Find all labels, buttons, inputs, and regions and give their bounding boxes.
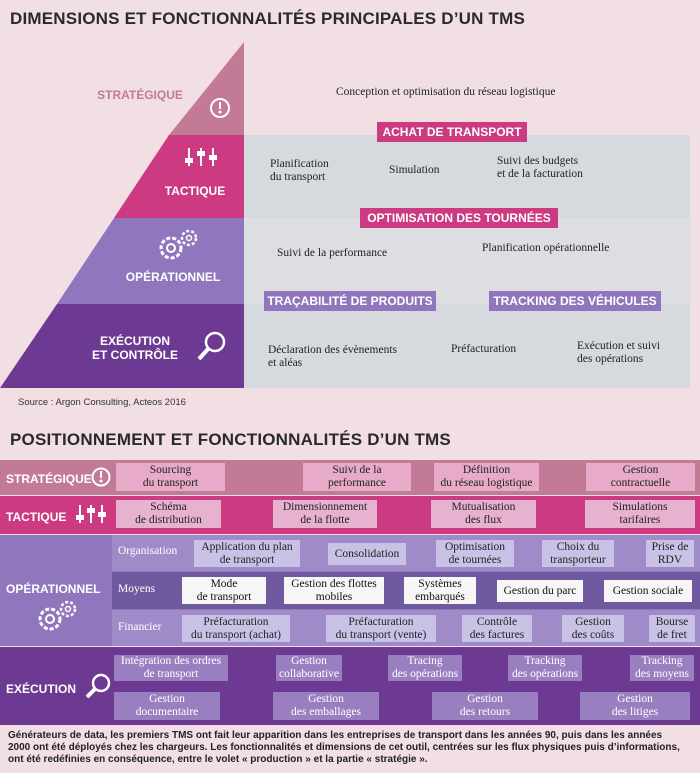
row-tactique-label: TACTIQUE bbox=[6, 510, 67, 524]
execution-item-2: Préfacturation bbox=[451, 343, 517, 355]
operationnel-item-1: Suivi de la performance bbox=[277, 247, 388, 259]
clock-icon bbox=[210, 98, 230, 118]
banner-achat: ACHAT DE TRANSPORT bbox=[377, 122, 527, 142]
sliders-icon bbox=[185, 148, 217, 166]
execution-band bbox=[243, 304, 690, 388]
moyens-box-4: Gestion du parc bbox=[497, 580, 583, 602]
level-tactique: TACTIQUE bbox=[164, 184, 226, 198]
level-execution-l2: ET CONTRÔLE bbox=[92, 348, 178, 362]
level-operationnel: OPÉRATIONNEL bbox=[125, 270, 221, 284]
row-operationnel-label: OPÉRATIONNEL bbox=[6, 582, 101, 596]
financier-label: Financier bbox=[118, 621, 162, 633]
level-strategique: STRATÉGIQUE bbox=[97, 88, 183, 102]
pyramid-tactique bbox=[114, 135, 244, 218]
pyramid-strategique bbox=[169, 42, 244, 135]
bottom-title: POSITIONNEMENT ET FONCTIONNALITÉS D’UN T… bbox=[10, 430, 451, 449]
banner-tracking: TRACKING DES VÉHICULES bbox=[489, 291, 661, 311]
moyens-label: Moyens bbox=[118, 583, 156, 595]
pyramid-execution bbox=[0, 304, 244, 388]
tactique-item-1: Planification du transport bbox=[270, 158, 329, 183]
clock-icon bbox=[91, 467, 111, 487]
row-execution-label: EXÉCUTION bbox=[6, 682, 77, 696]
organisation-box-2: Consolidation bbox=[328, 543, 406, 565]
source: Source : Argon Consulting, Acteos 2016 bbox=[18, 397, 186, 408]
tactique-item-2: Simulation bbox=[389, 164, 440, 176]
execution-item-3: Exécution et suivi des opérations bbox=[577, 340, 661, 365]
organisation-label: Organisation bbox=[118, 545, 178, 557]
sliders-icon bbox=[76, 505, 106, 523]
tactique-band bbox=[243, 135, 690, 218]
row-strategique-label: STRATÉGIQUE bbox=[6, 472, 92, 486]
pyramid bbox=[0, 42, 244, 388]
gears-icon bbox=[38, 600, 77, 631]
operationnel-band bbox=[243, 218, 690, 304]
execution-item-1: Déclaration des évènements et aléas bbox=[268, 344, 397, 369]
gears-icon bbox=[159, 229, 198, 260]
level-execution-l1: EXÉCUTION bbox=[99, 334, 170, 348]
magnifier-icon bbox=[197, 331, 226, 361]
strategique-text: Conception et optimisation du réseau log… bbox=[336, 86, 556, 98]
operationnel-item-2: Planification opérationnelle bbox=[482, 242, 610, 254]
top-title: DIMENSIONS ET FONCTIONNALITÉS PRINCIPALE… bbox=[10, 9, 525, 28]
banner-traca: TRAÇABILITÉ DE PRODUITS bbox=[264, 291, 436, 311]
moyens-box-5: Gestion sociale bbox=[604, 580, 692, 602]
banner-optim: OPTIMISATION DES TOURNÉES bbox=[360, 208, 558, 228]
footnote: Générateurs de data, les premiers TMS on… bbox=[8, 730, 680, 765]
magnifier-icon bbox=[85, 673, 111, 699]
pyramid-operationnel bbox=[57, 218, 244, 304]
tactique-item-3: Suivi des budgets et de la facturation bbox=[497, 155, 583, 180]
